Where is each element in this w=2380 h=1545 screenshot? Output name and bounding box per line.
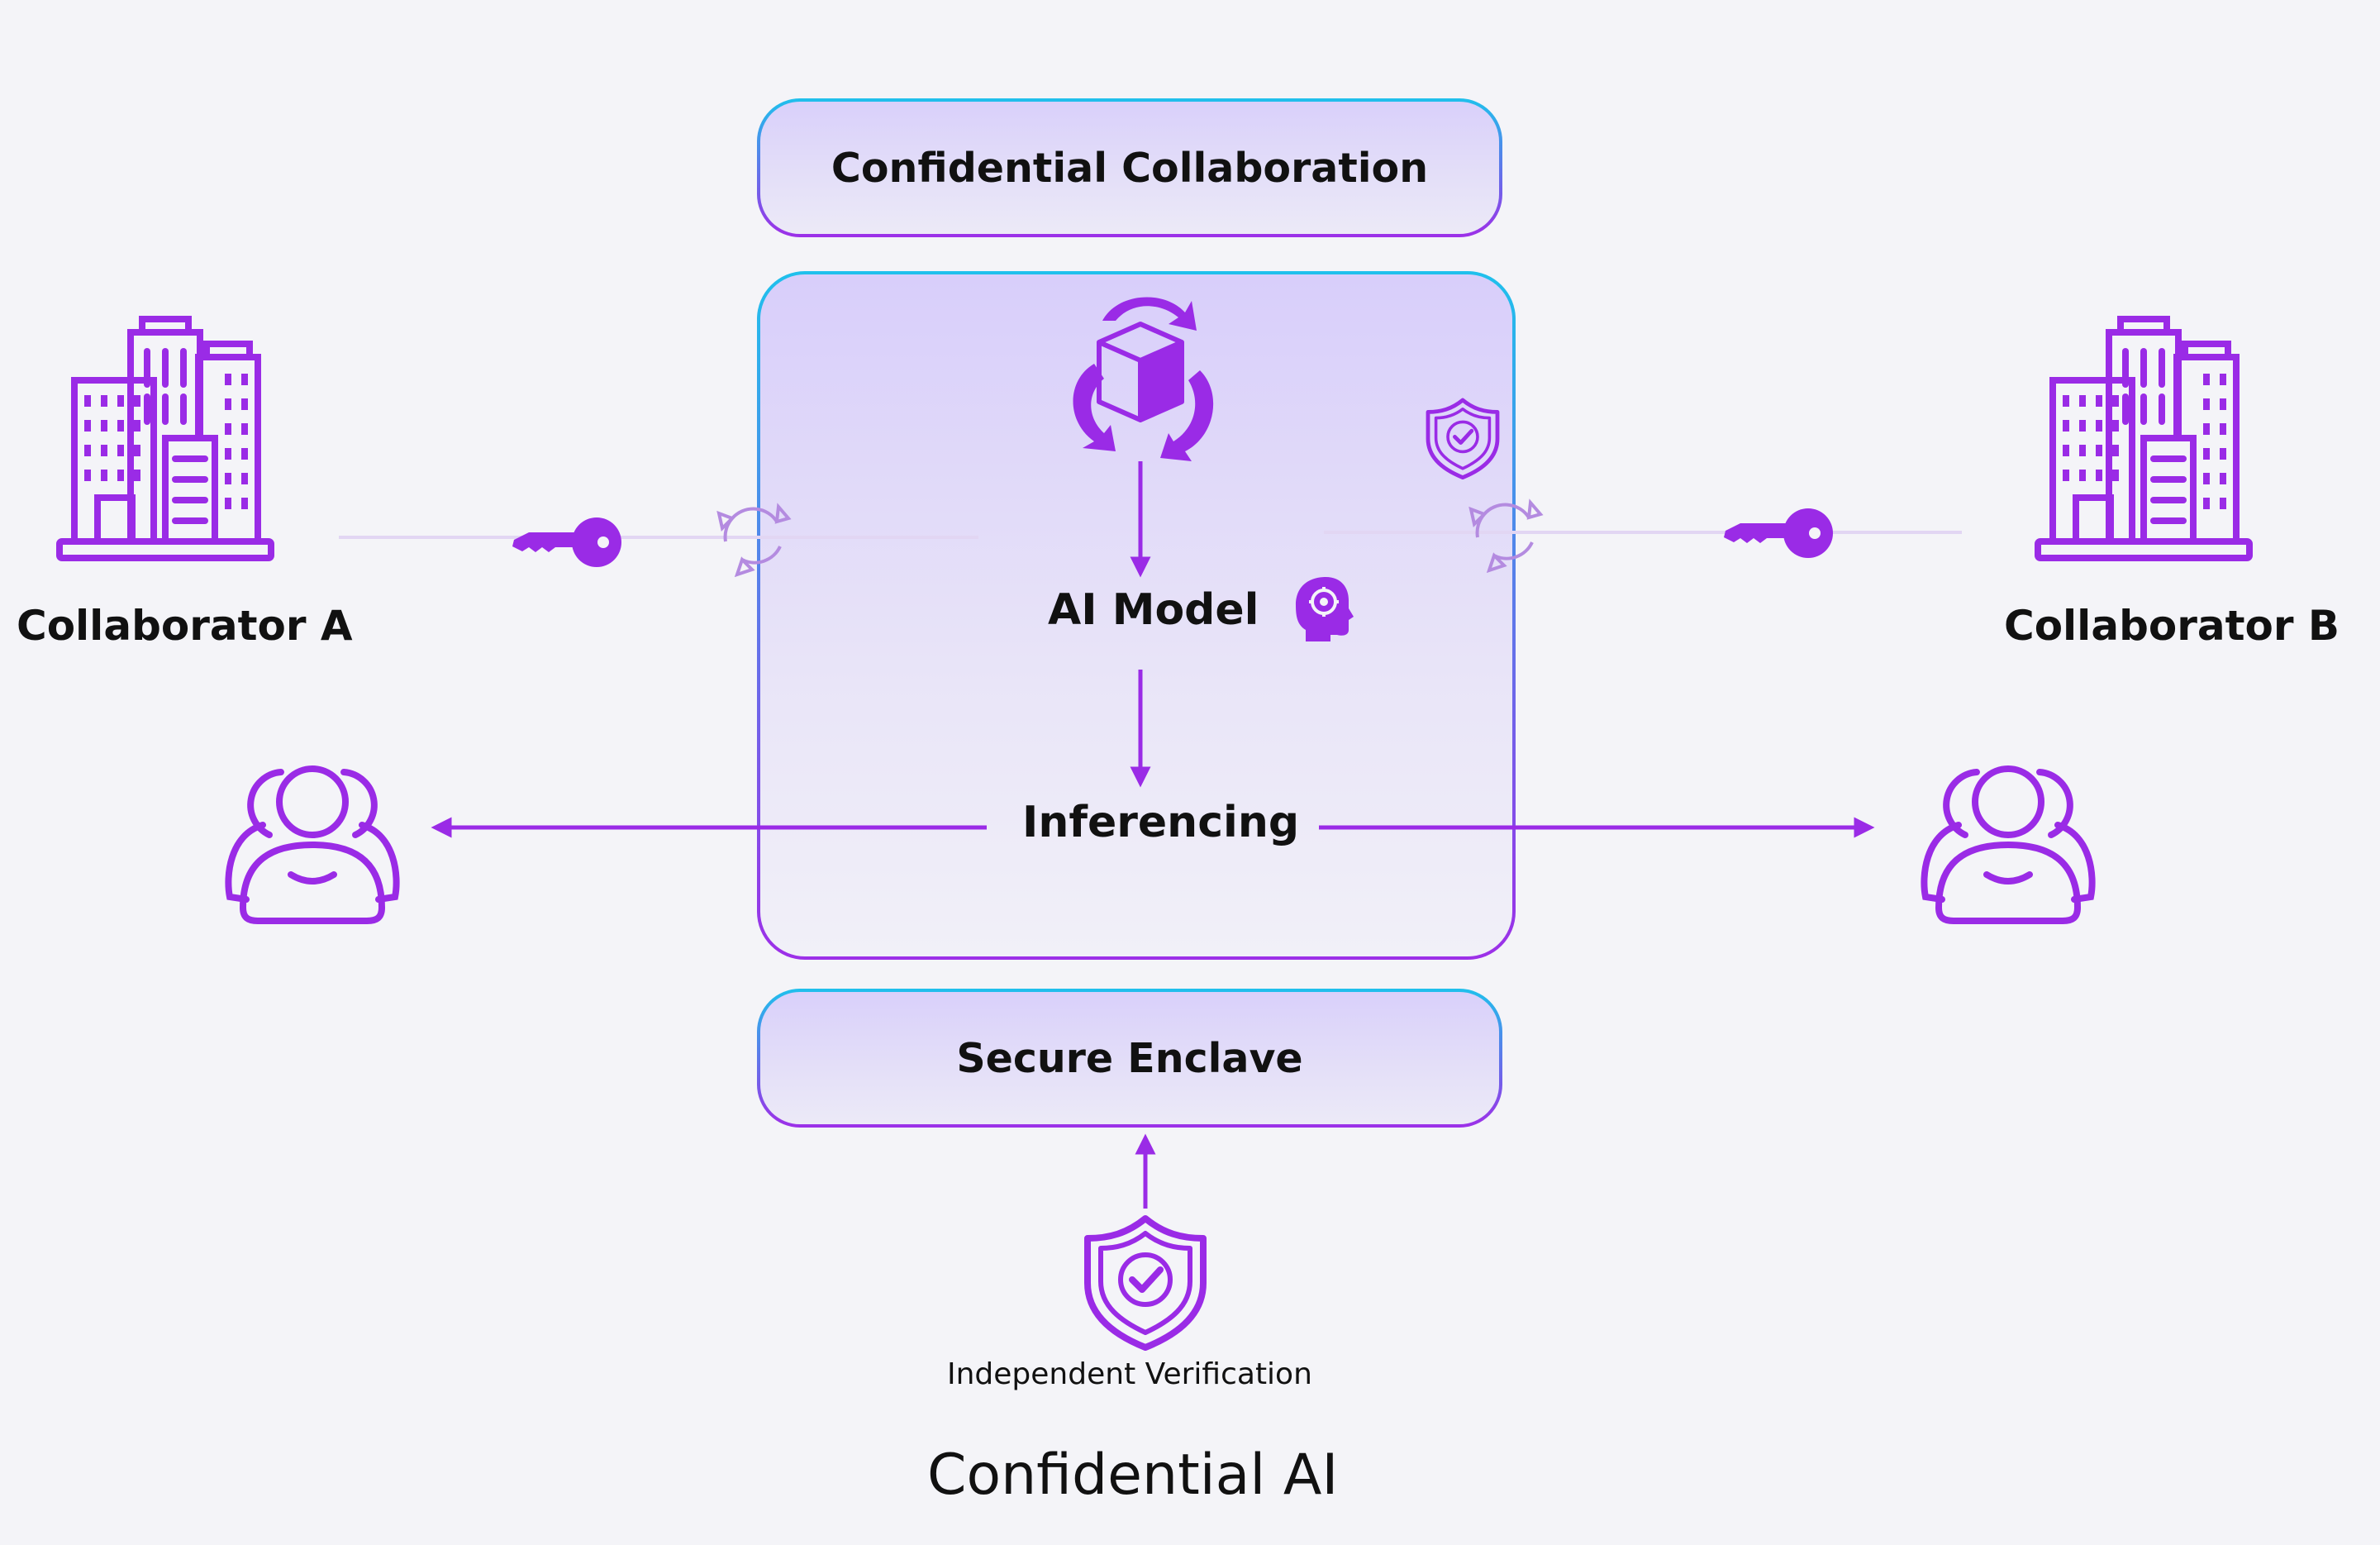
key-icon-right — [1724, 508, 1833, 558]
brain-gear-icon — [1296, 577, 1354, 641]
sync-icon-left — [717, 505, 790, 576]
cube-cycle-icon — [1073, 297, 1214, 461]
collaborator-a-label: Collaborator A — [17, 602, 353, 650]
ai-model-label: AI Model — [1048, 585, 1259, 635]
shield-check-icon-verification — [1088, 1218, 1203, 1347]
key-icon-left — [512, 517, 621, 567]
building-icon-left — [60, 319, 271, 558]
users-icon-right — [1924, 769, 2092, 921]
independent-verification-label: Independent Verification — [947, 1357, 1312, 1391]
building-icon-right — [2038, 319, 2249, 558]
diagram-footer-title: Confidential AI — [927, 1442, 1339, 1508]
inferencing-label: Inferencing — [1022, 798, 1300, 847]
sync-icon-right — [1469, 501, 1542, 572]
confidential-collaboration-label: Confidential Collaboration — [831, 144, 1429, 192]
confidential-collaboration-box: Confidential Collaboration — [757, 98, 1502, 237]
secure-enclave-box: Secure Enclave — [757, 989, 1502, 1128]
shield-check-icon-enclave — [1428, 400, 1497, 478]
collaborator-b-label: Collaborator B — [2004, 602, 2340, 650]
enclave-box — [757, 271, 1516, 960]
users-icon-left — [228, 769, 396, 921]
secure-enclave-label: Secure Enclave — [956, 1034, 1303, 1082]
